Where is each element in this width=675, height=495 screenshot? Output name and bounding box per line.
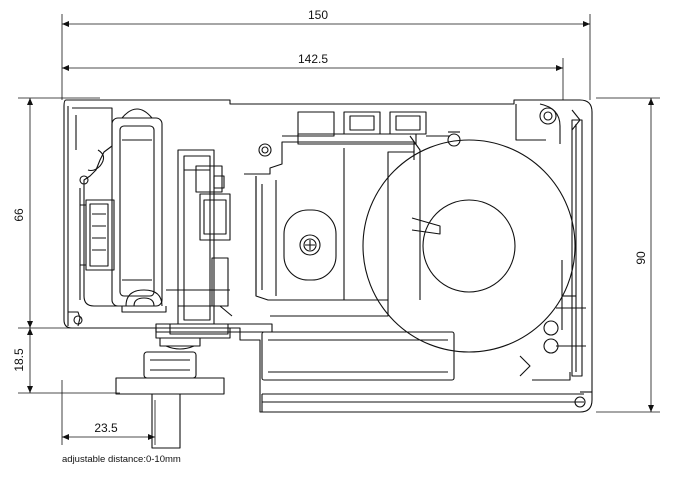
dim-body-height: 66 bbox=[12, 208, 26, 222]
adjustable-distance-note: adjustable distance:0-10mm bbox=[62, 454, 181, 465]
dim-shaft-offset: 18.5 bbox=[12, 348, 26, 372]
dim-overall-width: 150 bbox=[308, 8, 328, 22]
dimension-lines bbox=[18, 14, 660, 445]
dim-shaft-distance: 23.5 bbox=[94, 421, 118, 435]
motor-housing bbox=[63, 99, 593, 449]
dim-total-height: 90 bbox=[634, 251, 648, 265]
dim-inner-width: 142.5 bbox=[298, 52, 328, 66]
